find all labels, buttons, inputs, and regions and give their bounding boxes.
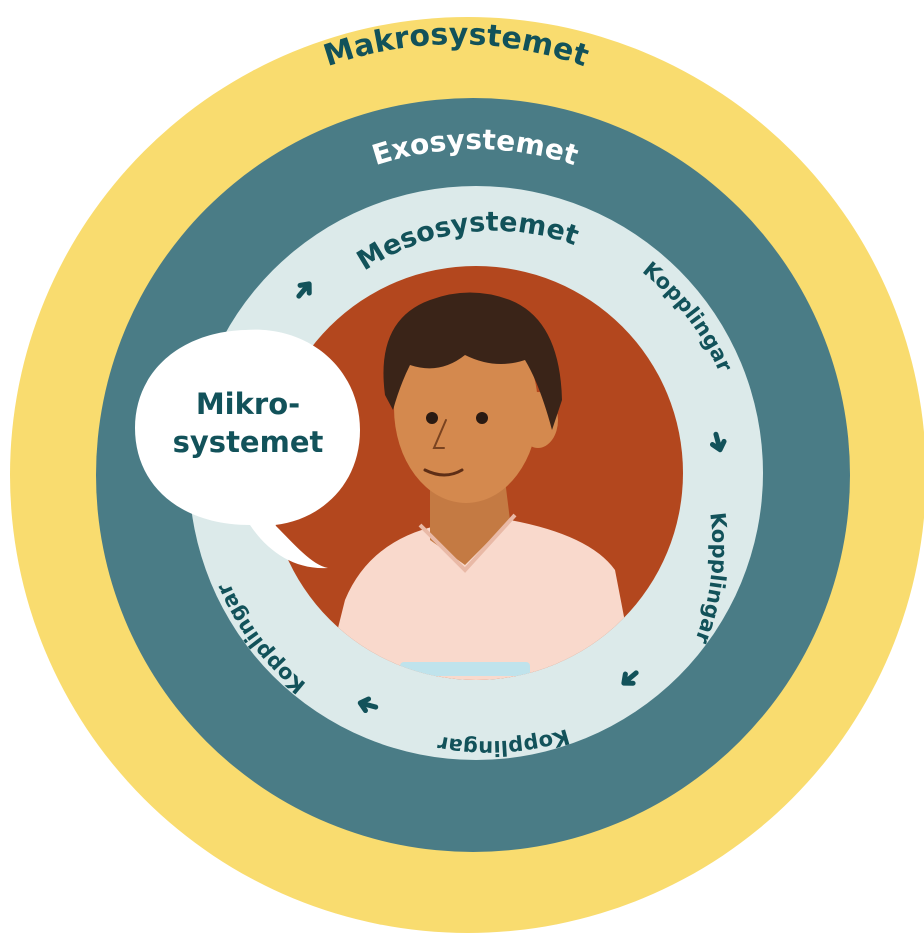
speech-bubble-line-2: systemet: [173, 425, 324, 459]
child-portrait-icon: [320, 292, 640, 680]
curved-arrow-icon: [296, 281, 312, 299]
hair-shape: [383, 292, 562, 430]
speech-bubble-line-1: Mikro-: [196, 387, 300, 421]
laptop-edge: [400, 662, 530, 676]
curved-arrow-icon: [709, 431, 727, 453]
neck-shape: [430, 480, 510, 565]
mouth-shape: [423, 468, 464, 477]
right-eye: [476, 412, 488, 424]
nose-shape: [432, 419, 447, 449]
shirt-shape: [320, 520, 640, 680]
left-eye: [426, 412, 438, 424]
curved-arrow-icon: [621, 670, 639, 686]
curved-arrow-icon: [357, 696, 379, 714]
speech-bubble-shape: [135, 329, 360, 569]
microsystem-speech-bubble: Mikro- systemet: [135, 329, 360, 569]
collar-shape: [418, 513, 517, 573]
